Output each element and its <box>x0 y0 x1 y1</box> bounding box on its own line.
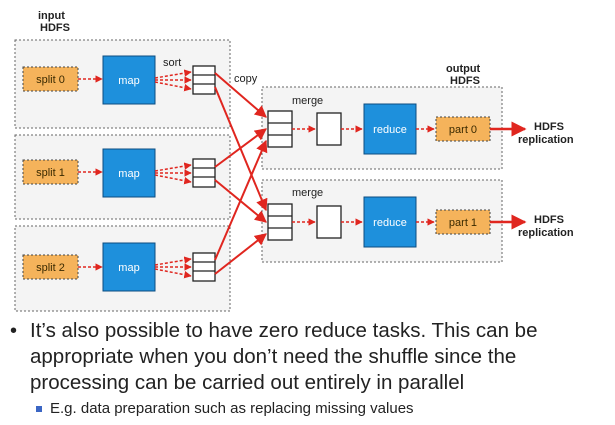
split-label-2: split 2 <box>36 262 65 274</box>
input-label-line2: HDFS <box>40 22 70 34</box>
map-label-0: map <box>118 75 139 87</box>
main-bullet-text: It’s also possible to have zero reduce t… <box>30 319 538 394</box>
part-label-1: part 1 <box>449 217 477 229</box>
merge-label-0: merge <box>292 95 323 107</box>
split-label-1: split 1 <box>36 167 65 179</box>
copy-arrows <box>214 72 268 275</box>
map-label-2: map <box>118 262 139 274</box>
input-label-line1: input <box>38 10 65 22</box>
sub-bullet-square-icon <box>36 406 42 412</box>
replication-label-0-line2: replication <box>518 134 574 146</box>
main-bullet: • It’s also possible to have zero reduce… <box>4 318 615 396</box>
split-box-2 <box>22 254 79 280</box>
merge-label-1: merge <box>292 187 323 199</box>
part-label-0: part 0 <box>449 124 477 136</box>
part-box-1 <box>435 209 491 235</box>
split-label-0: split 0 <box>36 74 65 86</box>
merge-box-0 <box>316 112 342 146</box>
map-box-0 <box>102 55 156 105</box>
copy-label: copy <box>234 73 258 85</box>
map-buffer-0 <box>192 65 216 95</box>
replication-label-0-line1: HDFS <box>534 121 564 133</box>
mapreduce-diagram: input HDFS output HDFS split 0 split 1 s… <box>14 10 574 312</box>
merge-box-1 <box>316 205 342 239</box>
output-label-line2: HDFS <box>450 75 480 87</box>
map-label-1: map <box>118 168 139 180</box>
output-label-line1: output <box>446 63 481 75</box>
sub-bullet: E.g. data preparation such as replacing … <box>36 399 615 419</box>
reduce-buffer-0 <box>267 110 293 148</box>
sort-label: sort <box>163 57 181 69</box>
part-box-0 <box>435 116 491 142</box>
reduce-box-0 <box>363 103 417 155</box>
reduce-label-0: reduce <box>373 124 407 136</box>
map-buffer-arrows <box>154 69 192 279</box>
reduce-buffer-1 <box>267 203 293 241</box>
slide-notes: • It’s also possible to have zero reduce… <box>0 318 615 419</box>
reduce-box-1 <box>363 196 417 248</box>
map-buffer-1 <box>192 158 216 188</box>
map-box-2 <box>102 242 156 292</box>
replication-label-1-line2: replication <box>518 227 574 239</box>
bullet-dot: • <box>10 320 18 342</box>
split-box-0 <box>22 66 79 92</box>
replication-label-1-line1: HDFS <box>534 214 564 226</box>
sub-bullet-text: E.g. data preparation such as replacing … <box>50 400 414 417</box>
reduce-label-1: reduce <box>373 217 407 229</box>
map-buffer-2 <box>192 252 216 282</box>
map-box-1 <box>102 148 156 198</box>
split-box-1 <box>22 159 79 185</box>
